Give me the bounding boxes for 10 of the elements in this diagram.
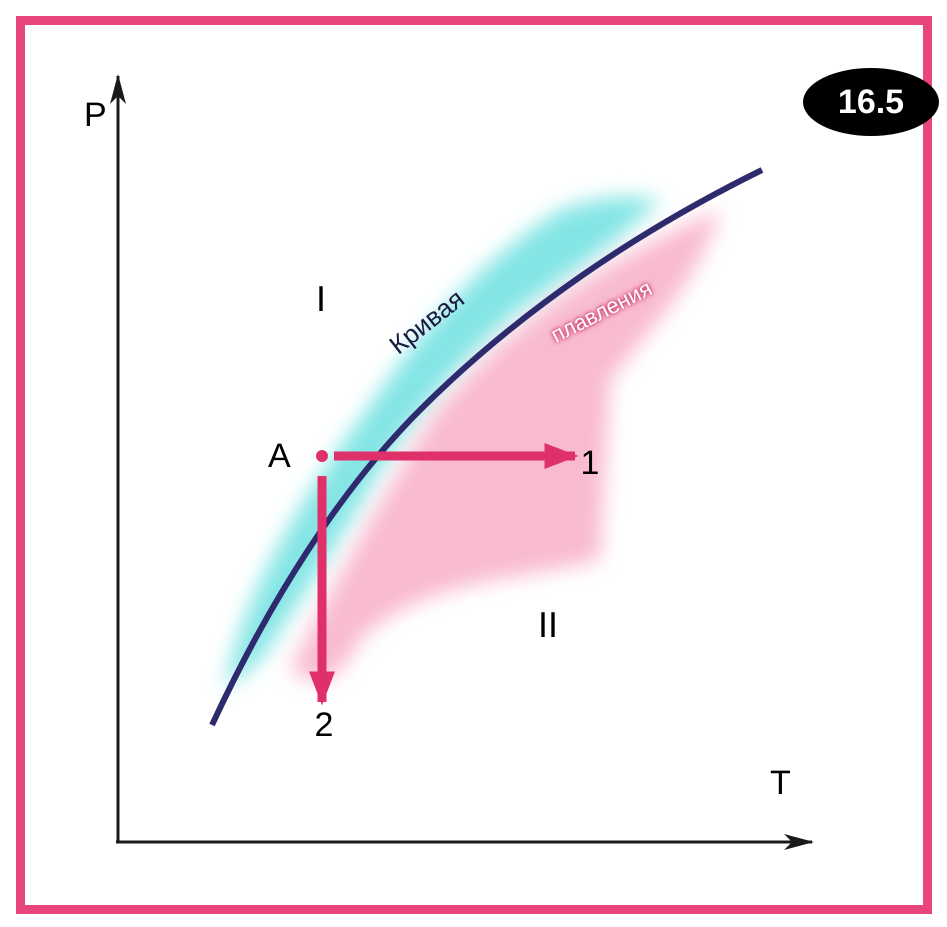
axis-label: P bbox=[84, 95, 107, 136]
end-point-label: 2 bbox=[308, 702, 340, 748]
axis-label: T bbox=[770, 763, 791, 804]
region-label: II bbox=[538, 603, 558, 647]
end-point-label: 1 bbox=[575, 440, 605, 486]
arrow bbox=[309, 476, 335, 705]
arrow bbox=[334, 443, 578, 469]
region-label: I bbox=[316, 277, 326, 321]
point-label: A bbox=[268, 436, 334, 476]
figure-number-badge: 16.5 bbox=[803, 68, 939, 136]
